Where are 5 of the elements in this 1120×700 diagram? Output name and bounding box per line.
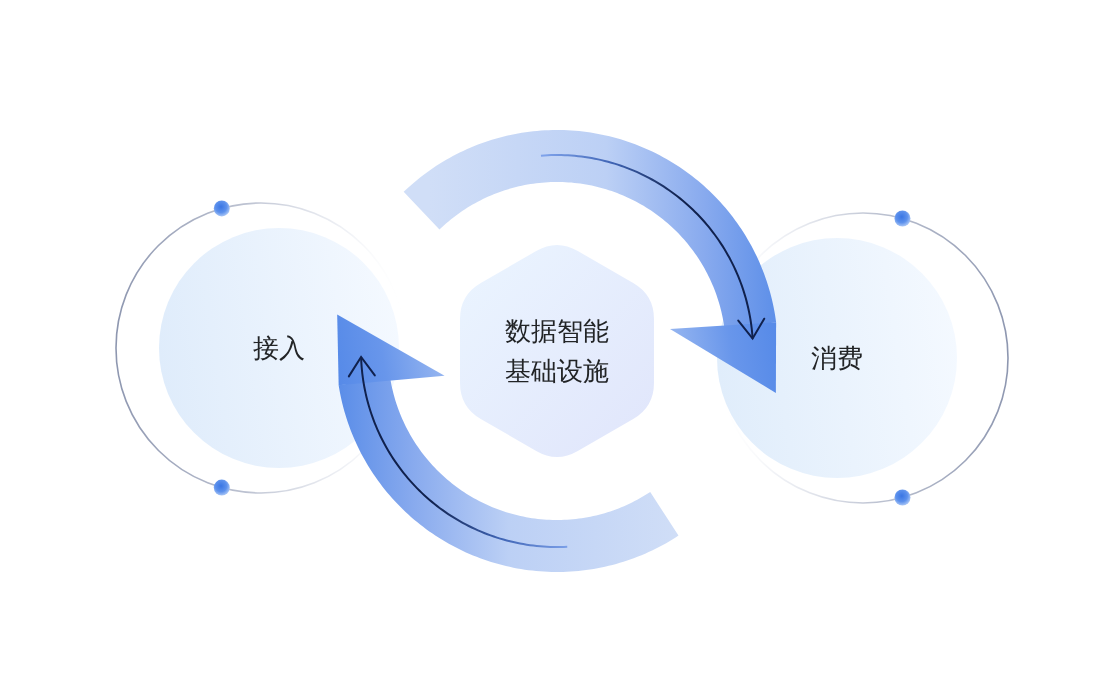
node-label: 接入 bbox=[253, 331, 305, 365]
circle-node bbox=[159, 228, 399, 468]
node-label: 消费 bbox=[811, 341, 863, 375]
node-label: 数据智能基础设施 bbox=[504, 314, 610, 388]
circle-node bbox=[717, 238, 957, 478]
